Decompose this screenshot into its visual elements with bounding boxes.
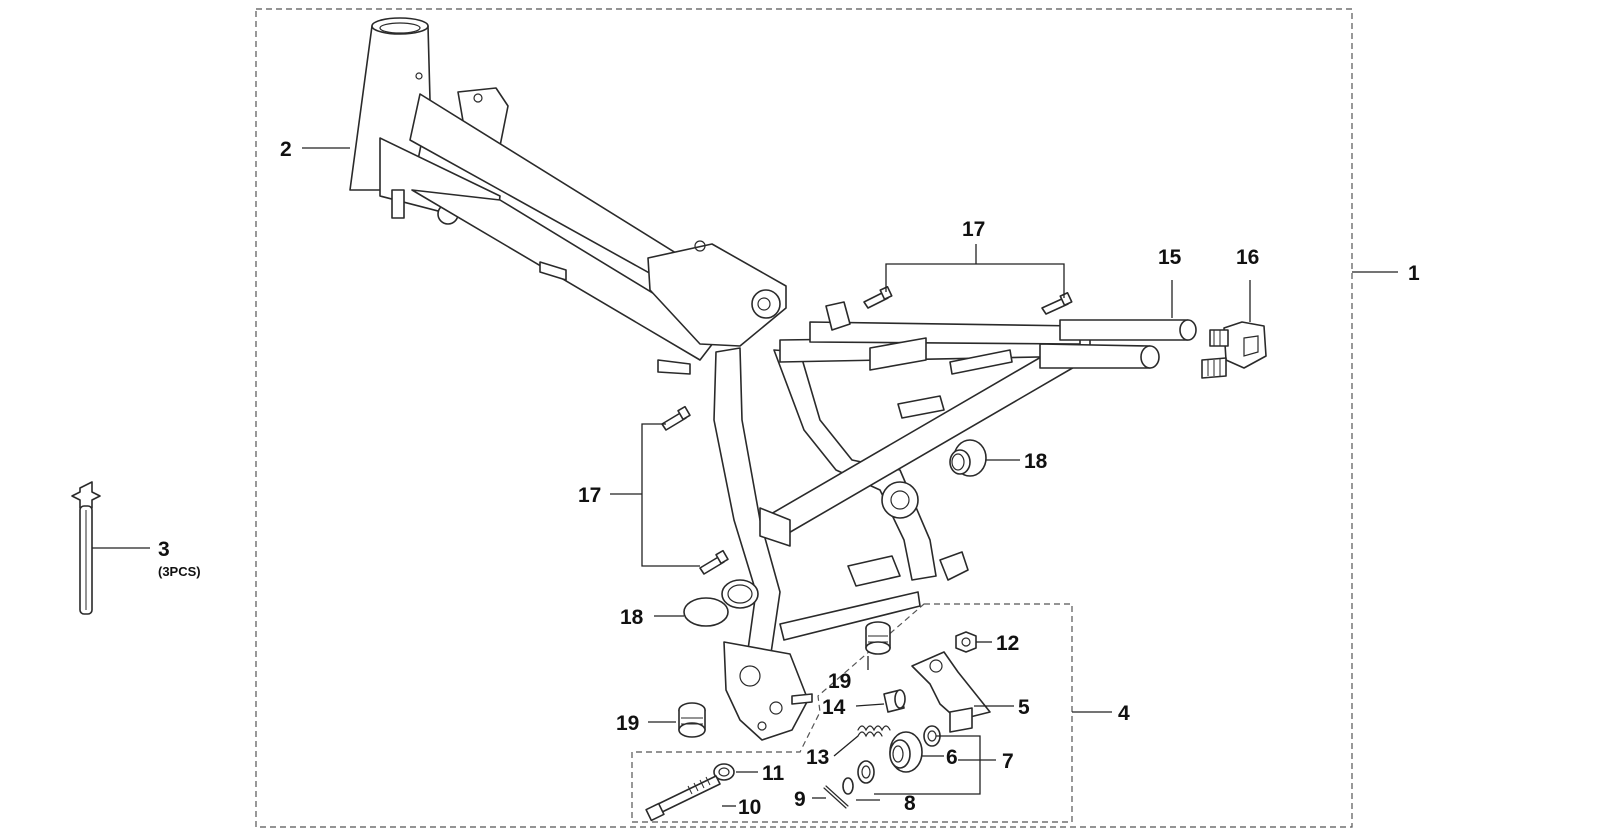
callout-3-quantity: (3PCS) <box>158 564 201 579</box>
bushing-left <box>683 579 759 627</box>
bolt-left-upper <box>661 405 691 431</box>
callout-11: 11 <box>762 762 785 785</box>
cotter-pin <box>823 785 849 809</box>
callout-17-top: 17 <box>962 218 985 241</box>
nut <box>955 631 977 653</box>
cable-tie <box>71 481 101 615</box>
callout-1: 1 <box>1408 262 1420 285</box>
callout-2: 2 <box>280 138 292 161</box>
bolt-top-right <box>1041 291 1073 315</box>
main-frame <box>349 17 1197 741</box>
damper-mid <box>865 621 891 655</box>
callout-16: 16 <box>1236 246 1259 269</box>
collar <box>883 689 906 713</box>
callout-8: 8 <box>904 792 916 815</box>
callout-3: 3 <box>158 538 170 561</box>
bolt-top-left <box>863 285 893 309</box>
callout-18-right: 18 <box>1024 450 1048 473</box>
callout-4: 4 <box>1118 702 1130 725</box>
callout-15: 15 <box>1158 246 1182 269</box>
callout-9: 9 <box>794 788 806 811</box>
callout-19-mid: 19 <box>828 670 851 693</box>
washer <box>713 763 735 781</box>
stand-bracket <box>911 651 991 733</box>
frame-assembly-boundary <box>255 8 1353 828</box>
pivot-spacer <box>889 725 941 773</box>
side-stand-assembly-boundary <box>631 603 1073 823</box>
callout-10: 10 <box>738 796 761 819</box>
long-bolt <box>645 775 721 822</box>
callout-6: 6 <box>946 746 958 769</box>
callout-17-left: 17 <box>578 484 601 507</box>
callout-7: 7 <box>1002 750 1014 773</box>
spring <box>857 725 891 738</box>
washer-set <box>842 760 875 795</box>
callout-5: 5 <box>1018 696 1030 719</box>
callout-13: 13 <box>806 746 829 769</box>
callout-18-left: 18 <box>620 606 644 629</box>
bolt-left-lower <box>699 549 729 575</box>
callout-14: 14 <box>822 696 846 719</box>
callout-12: 12 <box>996 632 1019 655</box>
damper-left <box>678 702 706 738</box>
leader-lines <box>92 147 1398 807</box>
bushing-right <box>949 439 987 477</box>
callout-19-left: 19 <box>616 712 639 735</box>
rubber-plug-pair <box>1201 321 1267 379</box>
